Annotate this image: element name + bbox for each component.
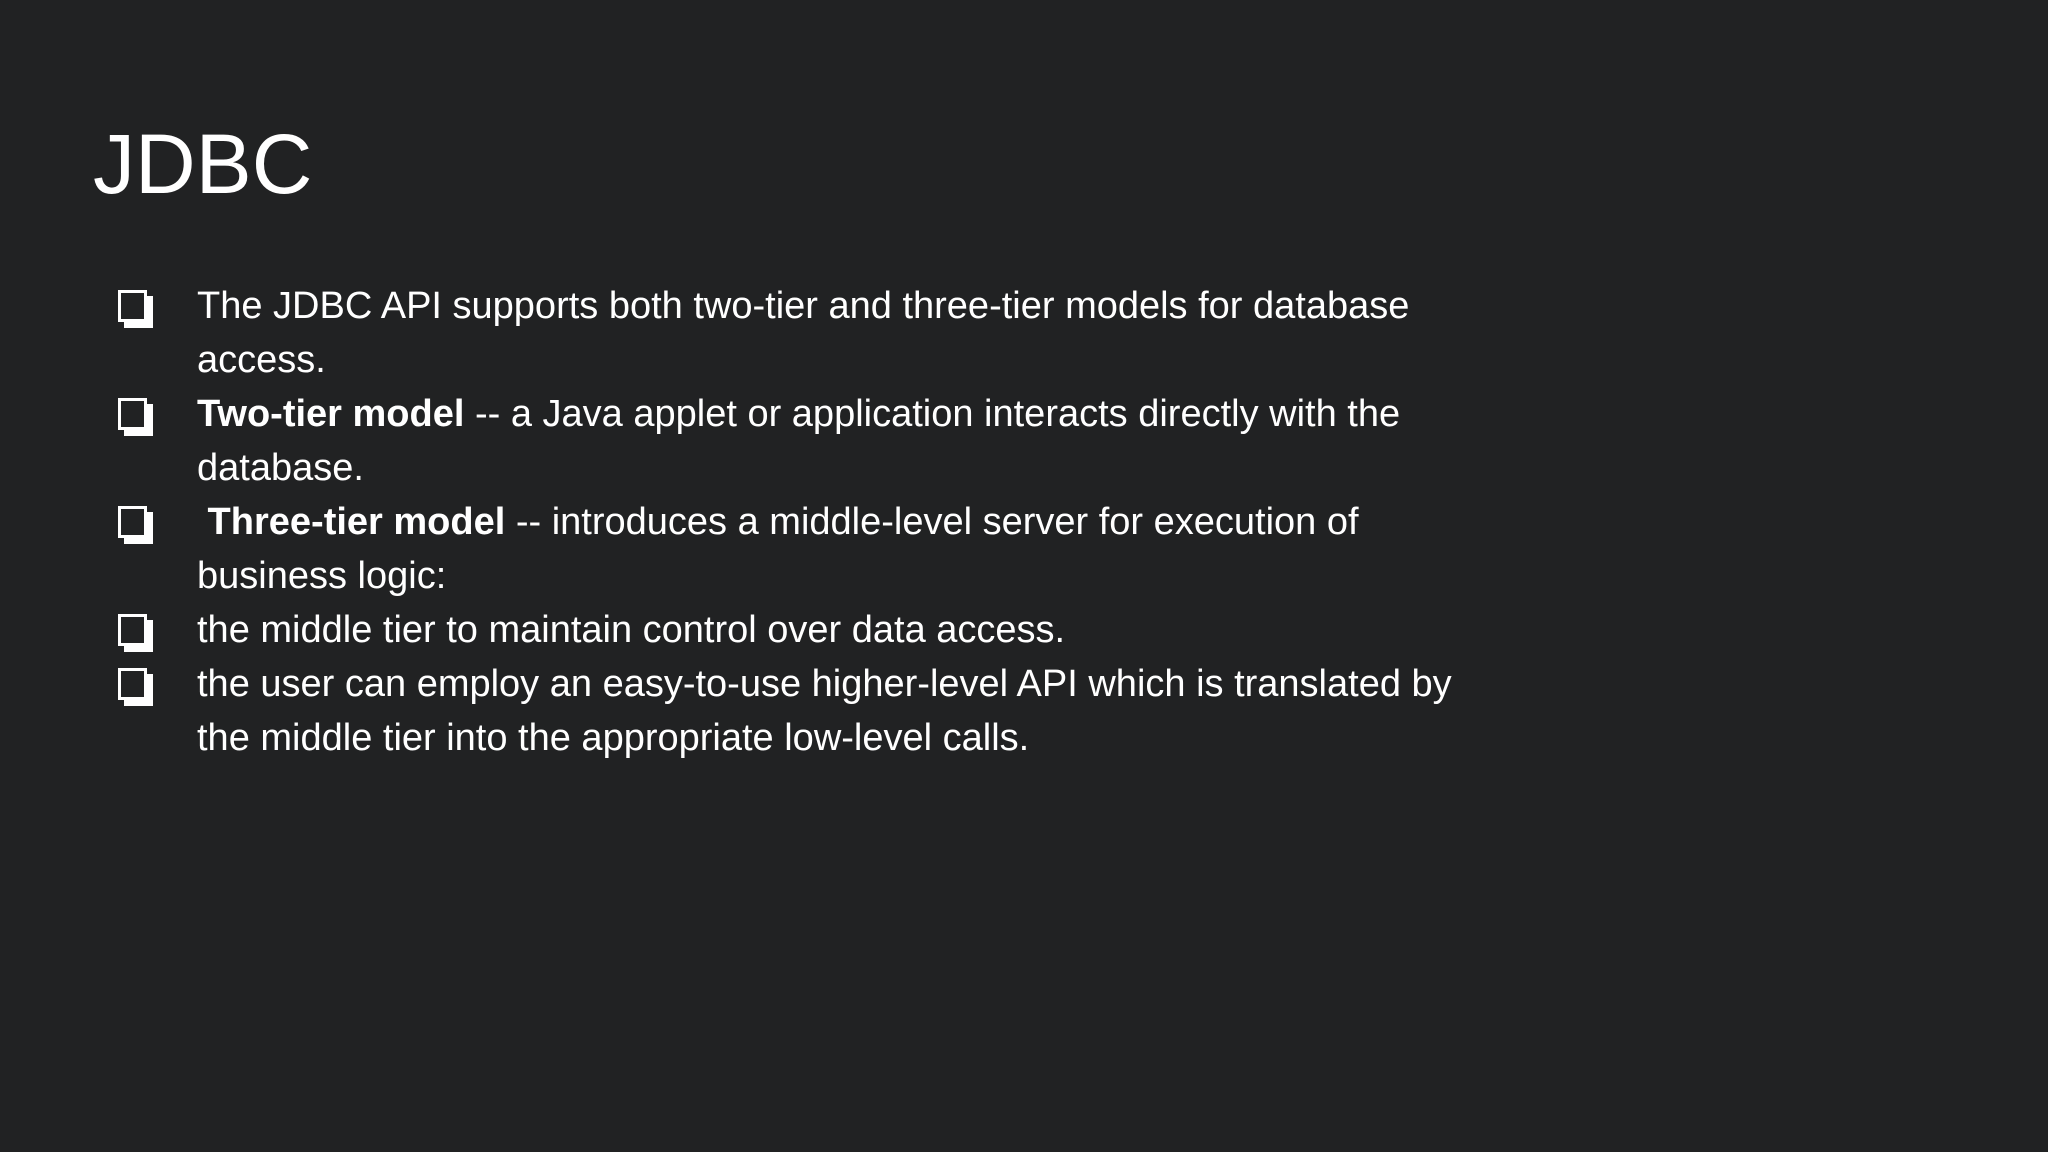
bullet-segment: The JDBC API supports both two-tier and … [197, 285, 1410, 381]
bullet-segment: -- a Java applet or application interact… [197, 393, 1401, 489]
checkbox-bullet-icon [118, 614, 147, 646]
list-item: the user can employ an easy-to-use highe… [118, 657, 1487, 765]
bullet-text: the user can employ an easy-to-use highe… [197, 657, 1487, 765]
bullet-list: The JDBC API supports both two-tier and … [118, 279, 1487, 765]
checkbox-bullet-icon [118, 398, 147, 430]
bullet-segment: the middle tier to maintain control over… [197, 609, 1066, 651]
bullet-segment: the user can employ an easy-to-use highe… [197, 663, 1452, 759]
bullet-text: Three-tier model -- introduces a middle-… [197, 495, 1487, 603]
slide-title: JDBC [93, 117, 313, 211]
checkbox-bullet-icon [118, 290, 147, 322]
checkbox-bullet-icon [118, 668, 147, 700]
bullet-text: the middle tier to maintain control over… [197, 603, 1065, 657]
checkbox-bullet-icon [118, 506, 147, 538]
list-item: Three-tier model -- introduces a middle-… [118, 495, 1487, 603]
list-item: The JDBC API supports both two-tier and … [118, 279, 1487, 387]
bullet-segment: -- introduces a middle-level server for … [197, 501, 1359, 597]
bullet-segment-bold: Three-tier model [197, 501, 506, 543]
bullet-text: The JDBC API supports both two-tier and … [197, 279, 1487, 387]
list-item: the middle tier to maintain control over… [118, 603, 1487, 657]
list-item: Two-tier model -- a Java applet or appli… [118, 387, 1487, 495]
bullet-text: Two-tier model -- a Java applet or appli… [197, 387, 1487, 495]
bullet-segment-bold: Two-tier model [197, 393, 465, 435]
